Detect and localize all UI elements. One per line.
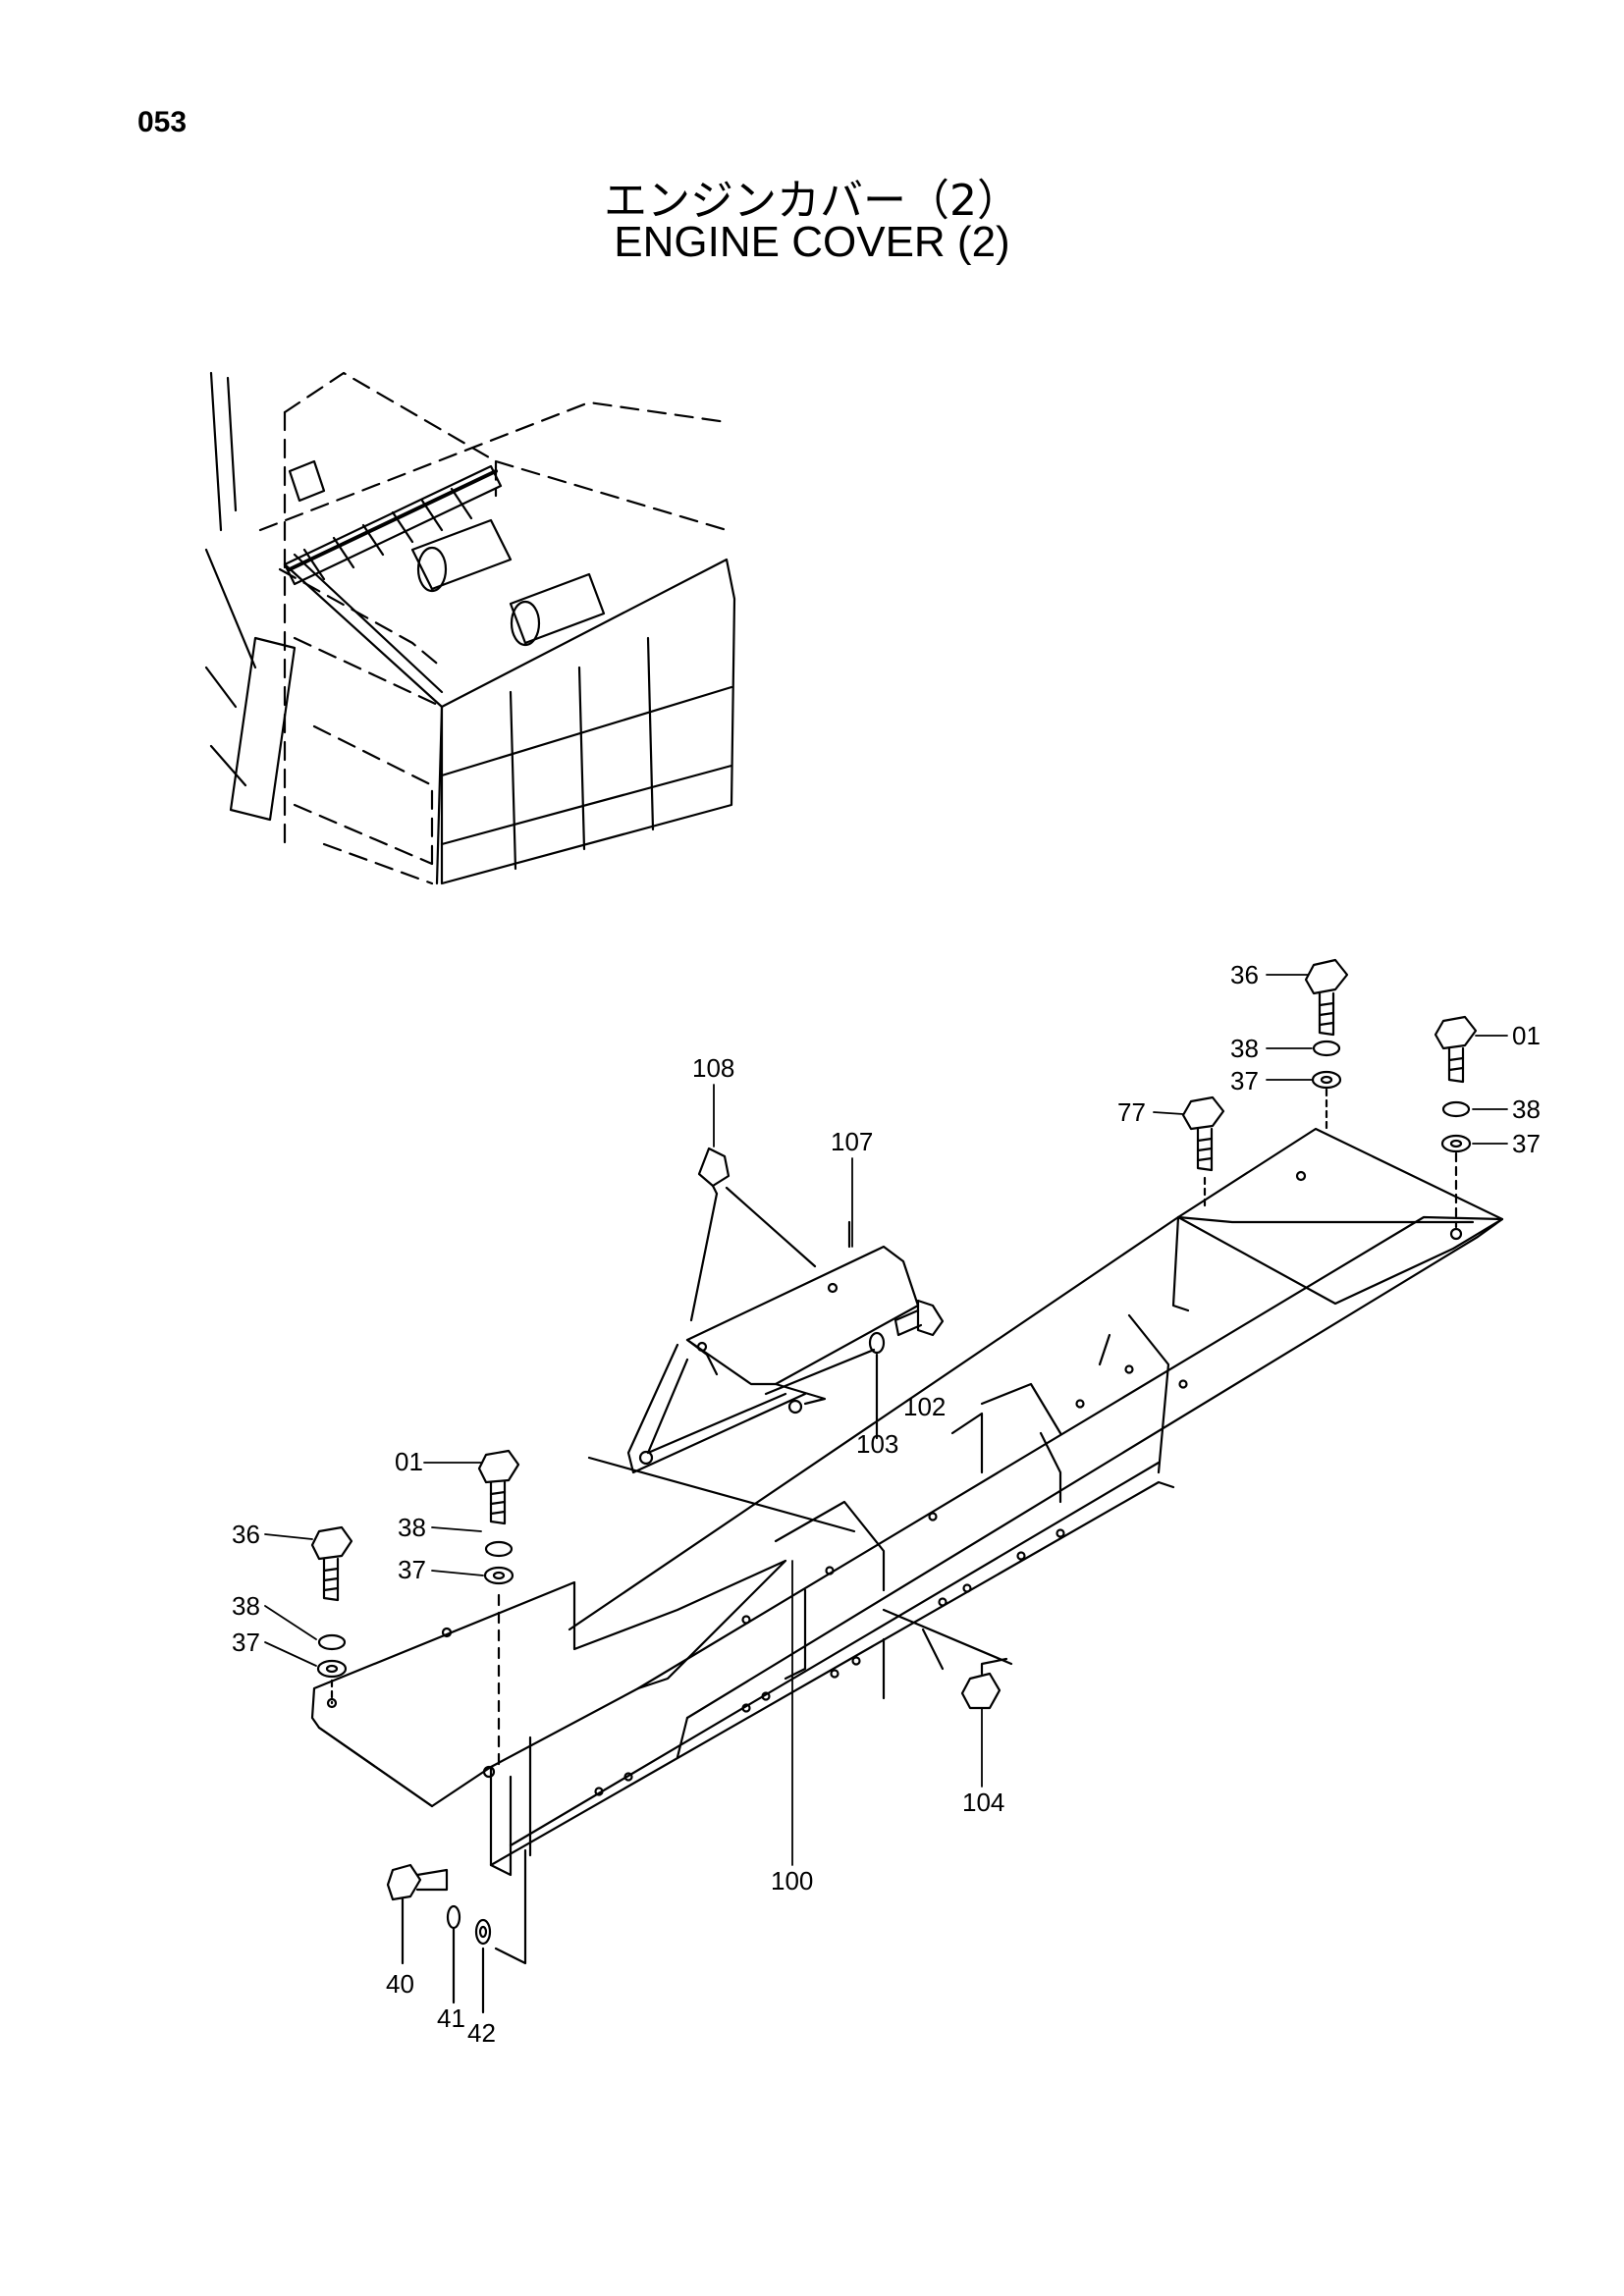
washer-103 (587, 1331, 886, 1533)
callout-labels: 01 36 38 37 38 37 36 38 37 77 01 38 37 1… (232, 960, 1541, 2048)
callout-37-right: 37 (1230, 1066, 1259, 1095)
washer-38-right (1312, 1040, 1341, 1057)
bolt-01-left (477, 1449, 520, 1525)
callout-38-right: 38 (1230, 1034, 1259, 1063)
nut-104 (882, 1608, 1013, 1710)
callout-37-far-right: 37 (1512, 1129, 1541, 1158)
callout-38-upper-left: 38 (398, 1513, 426, 1542)
callout-38-far-right: 38 (1512, 1095, 1541, 1124)
title-japanese: エンジンカバー（2） (604, 176, 1020, 226)
callout-108: 108 (692, 1053, 734, 1083)
washers-41-42 (446, 1848, 527, 2014)
page-number: 053 (137, 106, 188, 138)
bolt-40 (386, 1863, 449, 1965)
callout-42: 42 (467, 2018, 496, 2048)
bolt-102 (893, 1299, 945, 1337)
bolt-01-right (1434, 1015, 1478, 1084)
callout-38-lower-left: 38 (232, 1591, 260, 1621)
callout-41: 41 (437, 2003, 465, 2033)
bolt-36-left (310, 1525, 353, 1602)
bolt-36-right (1304, 958, 1349, 1037)
callout-36-left: 36 (232, 1520, 260, 1549)
frame-assembly-100 (310, 1127, 1504, 1877)
callout-37-upper-left: 37 (398, 1555, 426, 1584)
callout-40: 40 (386, 1969, 414, 1999)
leader-lines (264, 974, 1508, 1866)
left-washers (316, 1540, 514, 1769)
callout-103: 103 (856, 1429, 898, 1459)
callout-01-right: 01 (1512, 1021, 1541, 1050)
callout-100: 100 (771, 1866, 813, 1896)
callout-01-left: 01 (395, 1447, 423, 1476)
callout-102: 102 (903, 1392, 946, 1421)
washer-37-right (1311, 1070, 1342, 1090)
callout-107: 107 (831, 1127, 873, 1156)
callout-104: 104 (962, 1788, 1004, 1817)
bolt-77 (1181, 1095, 1225, 1207)
machine-inset (204, 371, 736, 885)
stopper-108 (689, 1147, 817, 1322)
callout-77: 77 (1117, 1097, 1146, 1127)
callout-37-lower-left: 37 (232, 1628, 260, 1657)
callout-36-right: 36 (1230, 960, 1259, 989)
title-english: ENGINE COVER (2) (614, 218, 1010, 266)
